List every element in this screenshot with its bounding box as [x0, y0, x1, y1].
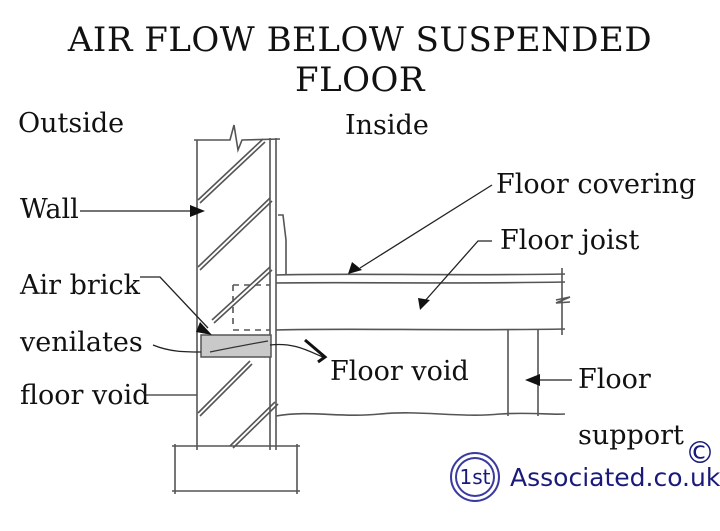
label-floor-support-line2: support [578, 420, 684, 451]
label-wall: Wall [20, 194, 79, 225]
label-air-brick: Air brick [20, 270, 140, 301]
diagram-title: AIR FLOW BELOW SUSPENDED FLOOR [67, 20, 653, 100]
airflow-arrowhead [304, 338, 328, 364]
label-inside: Inside [345, 110, 429, 141]
label-floor-joist: Floor joist [500, 225, 640, 256]
label-floor-void: Floor void [330, 356, 469, 387]
brand-circle-logo: 1st [450, 452, 500, 502]
label-floor-void-left: floor void [20, 380, 150, 411]
brand-name: Associated.co.uk [510, 462, 720, 492]
arrowheads [190, 205, 540, 386]
label-outside: Outside [18, 108, 125, 139]
label-floor-covering: Floor covering [496, 169, 697, 200]
brand-logo: 1st Associated.co.uk [450, 452, 720, 502]
air-brick [200, 334, 272, 358]
label-venilates: venilates [20, 327, 143, 358]
copyright-icon: © [685, 436, 715, 471]
label-floor-support-line1: Floor [578, 364, 651, 395]
wall-section [145, 124, 571, 494]
leader-lines [80, 184, 572, 381]
